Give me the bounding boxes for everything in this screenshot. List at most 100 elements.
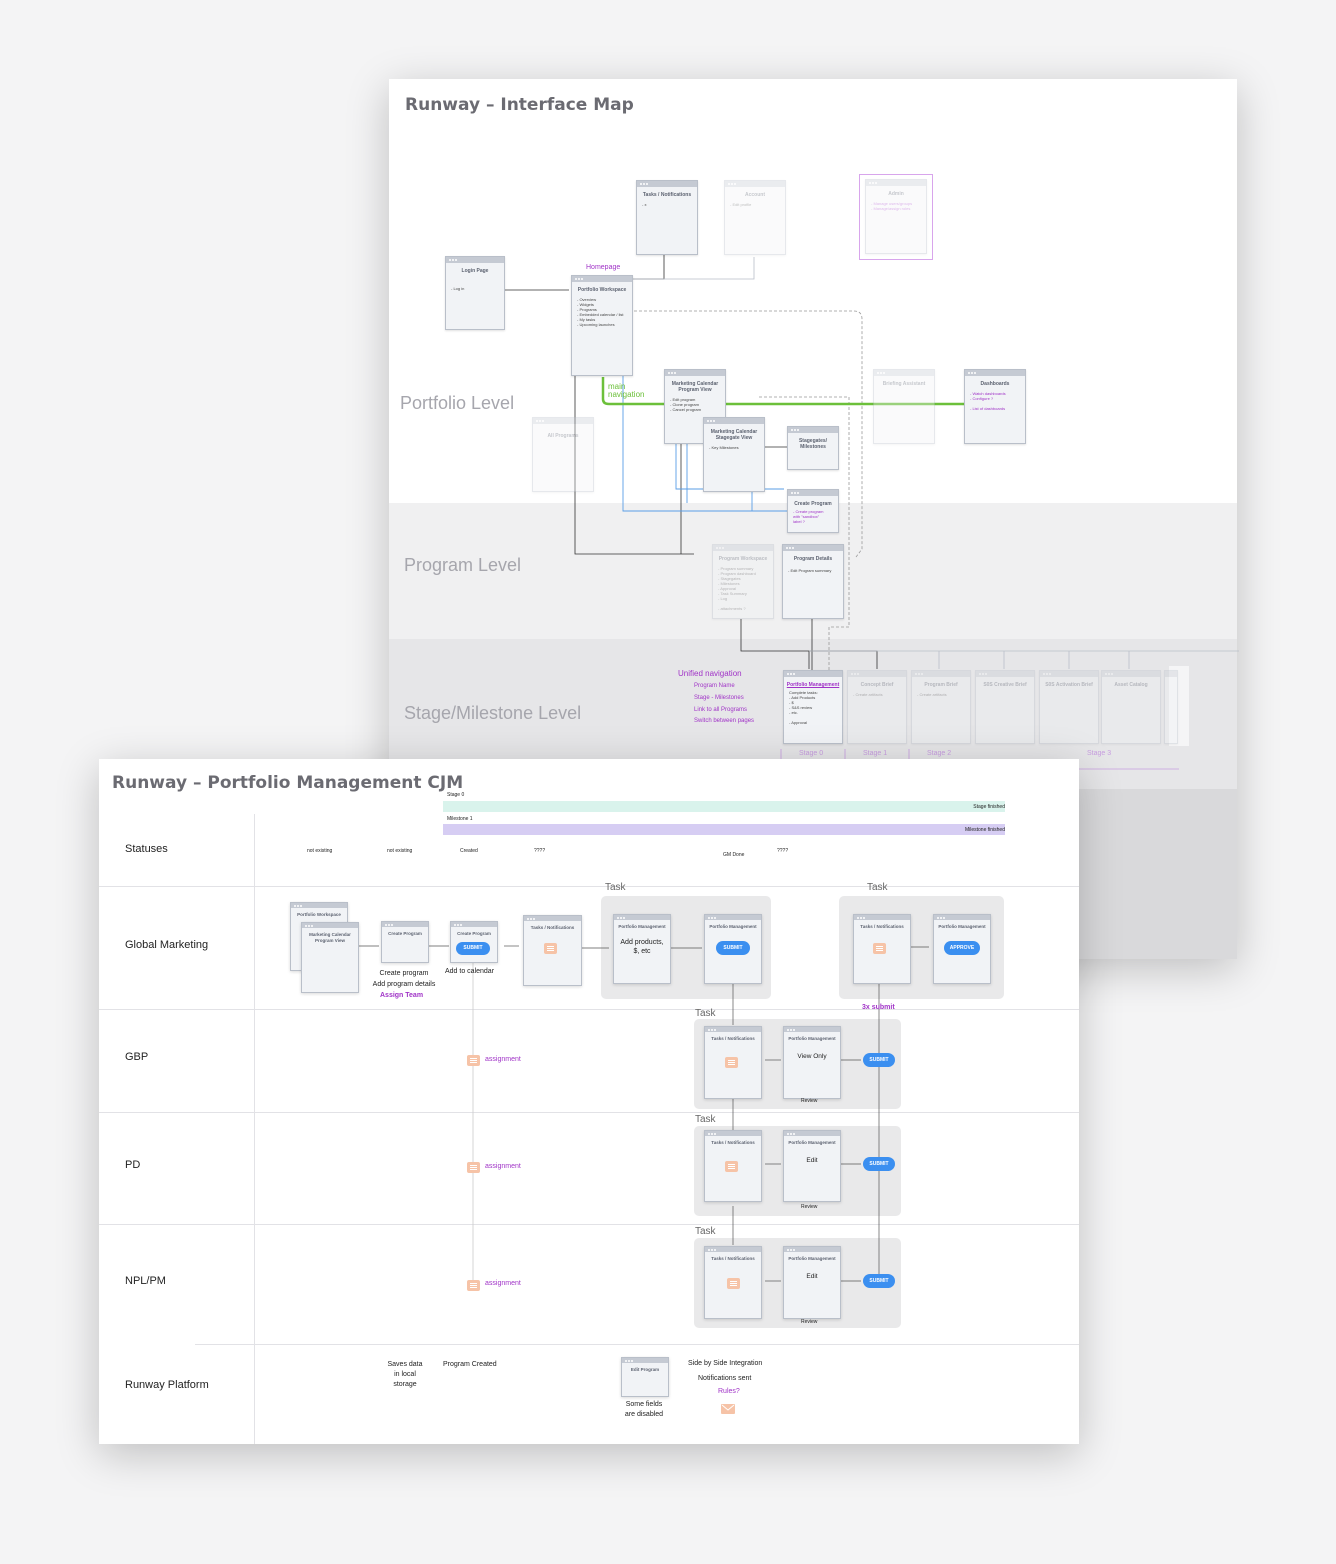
row-label-gbp: GBP	[125, 1051, 149, 1063]
submit-button[interactable]: SUBMIT	[863, 1274, 895, 1288]
program-details-card[interactable]: Program Details - Edit Program summary	[782, 544, 844, 619]
review-label: Review	[801, 1319, 818, 1325]
unified-nav-item: Program Name	[694, 683, 735, 689]
briefing-assistant-card[interactable]: Briefing Assistant	[873, 369, 935, 444]
gbp-portfolio-management-card[interactable]: Portfolio Management View Only	[783, 1026, 841, 1099]
cjm-create-program-card[interactable]: Create Program	[381, 921, 429, 963]
notification-chat-icon	[725, 1057, 738, 1068]
status-text: ????	[777, 848, 789, 854]
stage-label: Stage 1	[863, 750, 888, 757]
row-divider	[99, 1224, 1079, 1225]
saves-data-note: Saves data in local storage	[387, 1361, 423, 1388]
row-divider	[99, 886, 1079, 887]
interface-map-title: Runway – Interface Map	[405, 95, 634, 115]
row-label-runway-platform: Runway Platform	[125, 1379, 209, 1391]
homepage-label: Homepage	[586, 264, 621, 271]
status-text: not existing	[387, 848, 413, 854]
stage-label: Stage 2	[927, 750, 952, 757]
create-program-note: Create program Add program details	[372, 970, 436, 988]
stage-progress-bar	[443, 801, 1005, 812]
assignment-chat-icon	[467, 1280, 480, 1291]
unified-nav-item: Switch between pages	[694, 718, 755, 724]
edit-program-card[interactable]: Edit Program	[621, 1357, 669, 1397]
some-fields-note: Some fields are disabled	[624, 1401, 664, 1418]
tasks-notifications-card[interactable]: Tasks / Notifications - x	[636, 180, 698, 255]
concept-brief-card[interactable]: Concept Brief - Create artifacts	[847, 670, 907, 744]
status-text: GM Done	[723, 852, 745, 858]
cjm-sheet: Runway – Portfolio Management CJM Status…	[99, 759, 1079, 1444]
submit-button[interactable]: SUBMIT	[863, 1157, 895, 1171]
milestone-bar-label: Milestone 1	[447, 816, 473, 822]
account-card[interactable]: Account - Edit profile	[724, 180, 786, 255]
cjm-tasks-notifications-card[interactable]: Tasks / Notifications	[523, 915, 582, 986]
portfolio-level-label: Portfolio Level	[400, 393, 515, 413]
add-to-calendar-note: Add to calendar	[445, 968, 495, 975]
assignment-chat-icon	[467, 1162, 480, 1173]
main-navigation-label: main navigation	[608, 382, 645, 399]
unified-nav-heading: Unified navigation	[678, 669, 742, 678]
task-label: Task	[695, 1114, 716, 1125]
stagegates-milestones-card[interactable]: Stagegates/ Milestones	[787, 426, 839, 470]
s0s-activation-brief-card[interactable]: S0S Activation Brief	[1039, 670, 1099, 744]
cjm-marketing-calendar-card[interactable]: Marketing Calendar Program View	[301, 922, 359, 993]
all-programs-card[interactable]: All Programs	[532, 417, 594, 492]
assignment-label: assignment	[485, 1280, 521, 1287]
s0s-creative-brief-card[interactable]: S0S Creative Brief	[975, 670, 1035, 744]
unified-nav-item: Link to all Programs	[694, 707, 748, 713]
assignment-label: assignment	[485, 1163, 521, 1170]
notification-chat-icon	[544, 943, 557, 954]
dashboards-card[interactable]: Dashboards - Watch dashboards - Configur…	[964, 369, 1026, 444]
pd-portfolio-management-card[interactable]: Portfolio Management Edit	[783, 1130, 841, 1202]
milestone-progress-bar	[443, 824, 1005, 835]
program-created-note: Program Created	[443, 1361, 497, 1368]
three-submit-label: 3x submit	[862, 1004, 895, 1011]
notification-chat-icon	[727, 1278, 740, 1289]
create-program-card[interactable]: Create Program - Create program with "sa…	[787, 489, 839, 533]
status-text: Created	[460, 848, 478, 854]
stage-bar-label: Stage 0	[447, 792, 465, 798]
milestone-finished-label: Milestone finished	[964, 827, 1005, 833]
program-level-label: Program Level	[404, 555, 522, 575]
npl-portfolio-management-card[interactable]: Portfolio Management Edit	[783, 1246, 841, 1319]
row-divider	[195, 1344, 1079, 1345]
notification-chat-icon	[725, 1161, 738, 1172]
marketing-calendar-stagegate-view-card[interactable]: Marketing Calendar Stagegate View - Key …	[703, 417, 765, 492]
program-workspace-card[interactable]: Program Workspace - Program summary - Pr…	[712, 544, 774, 619]
task-label: Task	[605, 882, 626, 893]
approve-button[interactable]: APPROVE	[944, 941, 980, 955]
unified-nav-item: Stage - Milestones	[694, 695, 744, 701]
row-divider	[99, 1112, 1079, 1113]
row-label-npl-pm: NPL/PM	[125, 1275, 166, 1287]
login-page-card[interactable]: Login Page - Log in	[445, 256, 505, 330]
cjm-title: Runway – Portfolio Management CJM	[112, 773, 464, 793]
admin-frame	[859, 174, 933, 260]
row-label-pd: PD	[125, 1159, 141, 1171]
assignment-chat-icon	[467, 1055, 480, 1066]
stage-label: Stage 0	[799, 750, 824, 757]
row-divider	[99, 1009, 1079, 1010]
stage-card-partial	[1164, 670, 1178, 744]
review-label: Review	[801, 1098, 818, 1104]
task-label: Task	[695, 1008, 716, 1019]
stage-label: Stage 3	[1087, 750, 1112, 757]
admin-card[interactable]: Admin - Manage users/groups - Manage/ass…	[865, 179, 927, 254]
portfolio-workspace-card[interactable]: Portfolio Workspace - Overview - Widgets…	[571, 275, 633, 376]
notification-chat-icon	[873, 943, 886, 954]
rules-note: Rules?	[718, 1388, 740, 1395]
stage-portfolio-management-card[interactable]: Portfolio Management Complete tasks: - A…	[783, 670, 843, 744]
asset-catalog-card[interactable]: Asset Catalog	[1101, 670, 1161, 744]
submit-button[interactable]: SUBMIT	[863, 1053, 895, 1067]
assignment-label: assignment	[485, 1056, 521, 1063]
cjm-portfolio-management-card-gm[interactable]: Portfolio Management Add products, $, et…	[613, 914, 671, 984]
status-text: not existing	[307, 848, 333, 854]
submit-button[interactable]: SUBMIT	[456, 942, 490, 955]
program-brief-card[interactable]: Program Brief - Create artifacts	[911, 670, 971, 744]
cjm-connectors	[358, 945, 929, 1289]
row-label-statuses: Statuses	[125, 843, 168, 855]
submit-button[interactable]: SUBMIT	[716, 941, 750, 955]
task-label: Task	[867, 882, 888, 893]
assign-team-link[interactable]: Assign Team	[380, 992, 424, 999]
side-by-side-note: Side by Side Integration	[688, 1360, 763, 1367]
review-label: Review	[801, 1204, 818, 1210]
stage-finished-label: Stage finished	[973, 804, 1005, 810]
